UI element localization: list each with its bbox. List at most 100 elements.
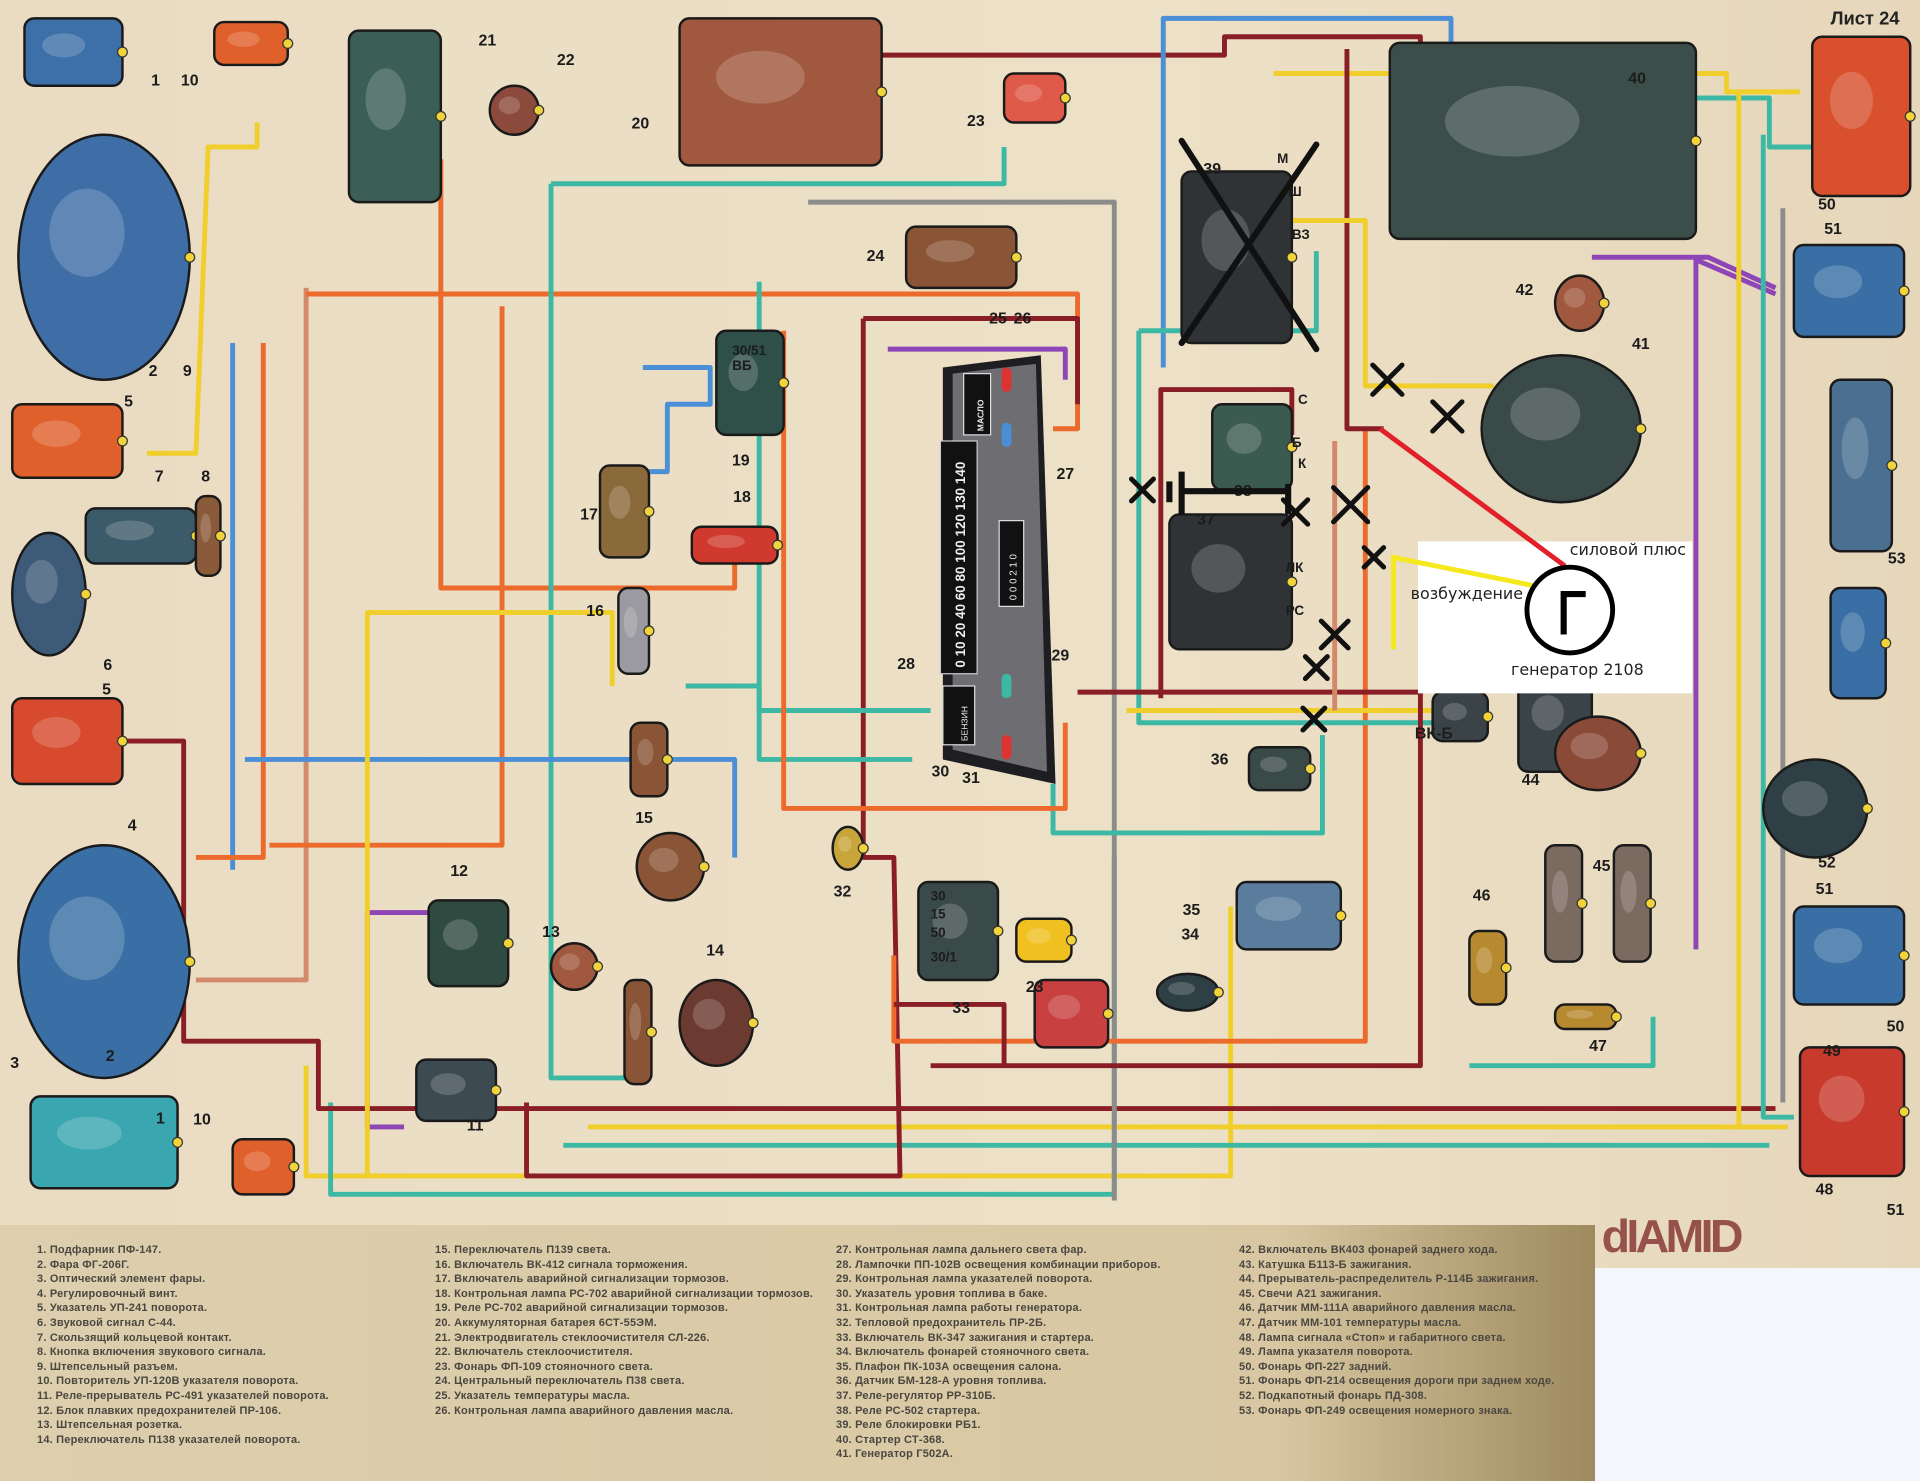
excitation-wire — [1391, 554, 1534, 650]
legend-item: 9. Штепсельный разъем. — [37, 1360, 179, 1373]
legend-item: 22. Включатель стеклоочистителя. — [435, 1346, 633, 1359]
legend-item: 5. Указатель УП-241 поворота. — [37, 1302, 208, 1315]
legend-item: 7. Скользящий кольцевой контакт. — [37, 1331, 232, 1344]
terminal-connector — [992, 925, 1004, 937]
legend-item: 11. Реле-прерыватель РС-491 указателей п… — [37, 1389, 329, 1402]
terminal-connector — [184, 251, 196, 263]
turn-repeater-lower — [231, 1138, 300, 1196]
reverse-light-upper — [1792, 243, 1910, 339]
component-number-label: 40 — [1628, 70, 1646, 87]
generator-name-label: генератор 2108 — [1511, 660, 1644, 679]
starter-relay — [1211, 403, 1298, 492]
brake-warning-lamp — [690, 525, 784, 565]
terminal-connector — [645, 1026, 657, 1038]
legend-item: 29. Контрольная лампа указателей поворот… — [836, 1273, 1093, 1286]
terminal-connector — [772, 539, 784, 551]
darkred-wire — [930, 689, 1423, 1069]
terminal-connector — [184, 956, 196, 968]
legend-item: 41. Генератор Г502А. — [836, 1448, 954, 1461]
terminal-connector — [214, 530, 226, 542]
legend-item: 25. Указатель температуры масла. — [435, 1389, 630, 1402]
turn-switch — [678, 978, 759, 1067]
spark-plug-2 — [1612, 844, 1657, 963]
headlamp-lower — [17, 844, 196, 1080]
headlight-switch — [635, 831, 710, 902]
spark-plug-1 — [1544, 844, 1588, 963]
legend-item: 49. Лампа указателя поворота. — [1239, 1346, 1413, 1359]
blue-wire — [636, 365, 713, 475]
teal-wire — [685, 683, 913, 762]
purple-wire — [887, 346, 1068, 380]
component-number-label: 51 — [1887, 1202, 1905, 1219]
battery — [678, 17, 888, 167]
purple-wire — [1591, 254, 1777, 291]
terminal-connector — [1065, 934, 1077, 946]
teal-wire — [1136, 330, 1470, 726]
terminal-connector — [490, 1084, 502, 1096]
component-number-label: 22 — [557, 52, 575, 69]
legend-item: 20. Аккумуляторная батарея 6СТ-55ЭМ. — [435, 1316, 657, 1329]
component-number-label: 48 — [1816, 1181, 1834, 1198]
fuel-sensor — [1247, 746, 1316, 792]
terminal-connector — [1286, 441, 1298, 453]
darkred-wire — [524, 318, 903, 1179]
component-number-label: 27 — [1056, 466, 1074, 483]
teal-wire — [548, 183, 637, 1081]
legend-item: 27. Контрольная лампа дальнего света фар… — [836, 1244, 1087, 1256]
turn-lamp — [11, 697, 128, 786]
starter — [1388, 41, 1702, 241]
terminal-label: ВБ — [732, 358, 752, 373]
teal-wire — [1469, 1016, 1656, 1069]
terminal-connector — [282, 37, 294, 49]
yellow-wire — [364, 610, 615, 1176]
terminal-connector — [1886, 459, 1898, 472]
legend-item: 52. Подкапотный фонарь ПД-308. — [1239, 1389, 1428, 1402]
terminal-label: С — [1298, 392, 1308, 407]
tail-light-upper — [1811, 35, 1916, 198]
speedometer-scale: 0 10 20 40 60 80 100 120 130 140 — [953, 462, 968, 668]
component-number-label: 12 — [450, 863, 468, 880]
fuse-block — [427, 899, 514, 988]
oil-gauge-label: МАСЛО — [975, 399, 985, 431]
legend-column: 27. Контрольная лампа дальнего света фар… — [836, 1243, 1221, 1462]
legend-item: 33. Включатель ВК-347 зажигания и старте… — [836, 1331, 1095, 1344]
strike-marks — [1128, 137, 1465, 733]
legend-item: 50. Фонарь ФП-227 задний. — [1239, 1360, 1392, 1373]
power-plus-wire — [1378, 426, 1567, 568]
turn-repeater — [213, 20, 294, 67]
legend-item: 40. Стартер СТ-368. — [836, 1433, 945, 1446]
yellow-wire — [1291, 218, 1494, 389]
legend-item: 24. Центральный переключатель П38 света. — [435, 1375, 685, 1388]
horn — [11, 531, 92, 657]
ignition-switch — [917, 880, 1004, 982]
darkred-wire — [110, 738, 1776, 1112]
component-number-label: 23 — [967, 113, 985, 130]
legend-item: 39. Реле блокировки РБ1. — [836, 1419, 981, 1432]
terminal-connector — [502, 937, 514, 949]
terminal-label: Ш — [1288, 184, 1302, 199]
flasher-relay — [415, 1058, 502, 1123]
yellow-wire — [1736, 91, 1788, 1130]
component-number-label: 23 — [1026, 979, 1044, 996]
component-number-label: 1 — [151, 73, 160, 90]
generator — [1480, 354, 1647, 504]
legend-item: 42. Включатель ВК403 фонарей заднего ход… — [1239, 1244, 1498, 1256]
component-number-label: 44 — [1522, 772, 1540, 789]
component-number-label: 21 — [478, 32, 496, 49]
component-number-label: 3 — [10, 1055, 19, 1072]
legend-column: 42. Включатель ВК403 фонарей заднего ход… — [1239, 1243, 1624, 1418]
wiper-motor — [347, 29, 447, 204]
brake-relay — [715, 329, 790, 437]
license-lamp — [1829, 586, 1892, 700]
terminal-connector — [1645, 897, 1657, 909]
watermark-logo: dIAMID — [1602, 1210, 1742, 1262]
terminal-connector — [1576, 897, 1588, 909]
legend-item: 35. Плафон ПК-103А освещения салона. — [836, 1360, 1062, 1373]
legend-item: 37. Реле-регулятор РР-310Б. — [836, 1389, 996, 1402]
sheet-label: Лист 24 — [1831, 7, 1901, 28]
terminal-connector — [643, 505, 655, 517]
terminal-connector — [1059, 92, 1071, 104]
terminal-connector — [1335, 910, 1347, 922]
component-number-label: 17 — [580, 506, 598, 523]
component-number-label: 4 — [128, 818, 137, 835]
